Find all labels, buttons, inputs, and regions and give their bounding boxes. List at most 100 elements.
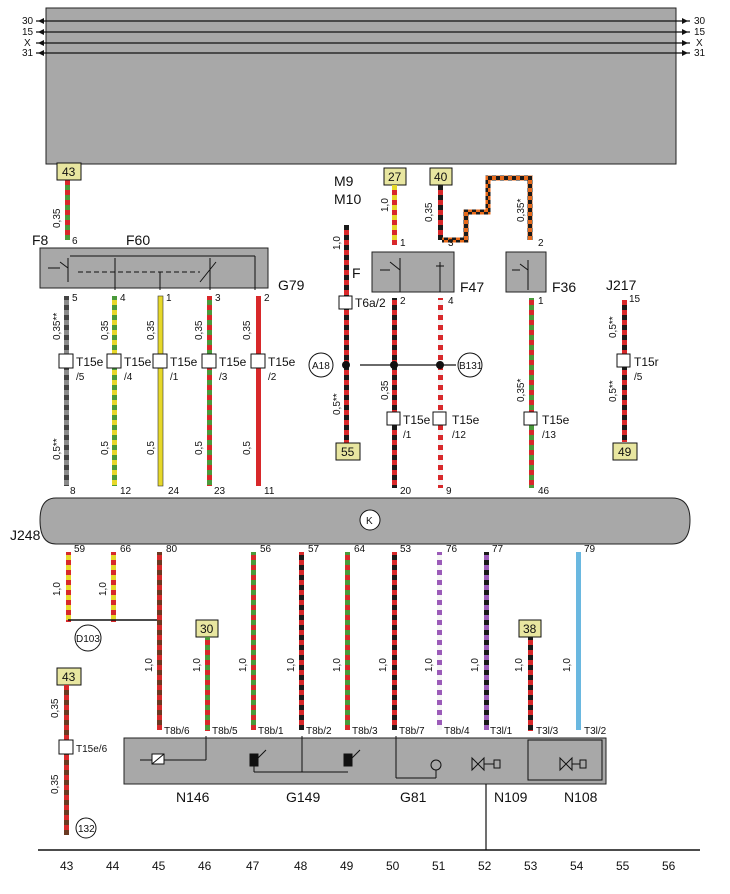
wire (64, 685, 69, 835)
pin-number: 20 (400, 486, 412, 497)
pin-number: 6 (72, 236, 78, 247)
wire (112, 296, 117, 486)
pin-number: 12 (120, 486, 132, 497)
ref-55: 55 (341, 445, 355, 459)
rail-15-right: 15 (694, 27, 706, 38)
wire (256, 296, 261, 486)
n109-label: N109 (494, 789, 528, 805)
pin-number: 2 (264, 293, 270, 304)
pin-number: 56 (260, 544, 272, 555)
wire-size: 0,5** (332, 393, 343, 415)
t15e-3-pin: /3 (219, 372, 228, 383)
pin-number: 64 (354, 544, 366, 555)
t15e-2: T15e (268, 355, 296, 369)
supply-panel (45, 7, 677, 165)
ground-id: 50 (386, 859, 400, 873)
wire (207, 296, 212, 486)
ref-38: 38 (523, 622, 537, 636)
ref-43-bottom: 43 (62, 670, 76, 684)
pin-number: 9 (446, 486, 452, 497)
pin-number: 8 (70, 486, 76, 497)
wire-size: 0,5** (608, 316, 619, 338)
f-switch-block (371, 251, 455, 293)
f36-switch-symbol (512, 260, 529, 290)
t15e-1: T15e (170, 355, 198, 369)
wire-size: 1,0 (380, 198, 391, 212)
pin-number: 2 (538, 238, 544, 249)
connector-row-upper (58, 353, 266, 369)
pin-number: 1 (400, 238, 406, 249)
t3l-2: T3l/2 (584, 726, 607, 737)
t6a-2: T6a/2 (355, 296, 386, 310)
t8b-6: T8b/6 (164, 726, 190, 737)
d103-label: D103 (76, 634, 100, 645)
wire-size: 0,35** (52, 313, 63, 340)
ref-40: 40 (434, 170, 448, 184)
t15e-12: T15e (452, 413, 480, 427)
f-switch-symbol (380, 258, 444, 292)
wire (157, 552, 162, 730)
wire-size: 1,0 (332, 658, 343, 672)
pin-number: 5 (72, 293, 78, 304)
t15e-13: T15e (542, 413, 570, 427)
pin-number: 1 (166, 293, 172, 304)
f36-switch-block (505, 251, 547, 293)
t15r: T15r (634, 355, 659, 369)
wire (392, 185, 397, 245)
g79-sensor-block (39, 247, 269, 289)
t3l-3: T3l/3 (536, 726, 559, 737)
ref-43-top: 43 (62, 165, 76, 179)
b131-label: B131 (459, 361, 483, 372)
g149-label: G149 (286, 789, 320, 805)
ref-43-top-box (56, 162, 82, 181)
pin-number: 11 (264, 486, 275, 497)
t15e-6: T15e/6 (76, 744, 108, 755)
wire (345, 552, 350, 730)
t15e-4: T15e (124, 355, 152, 369)
t15e-b1: T15e (403, 413, 431, 427)
wire-size: 1,0 (238, 658, 249, 672)
wire (437, 552, 442, 730)
pin-number: 4 (448, 296, 454, 307)
t15e-b1-pin: /1 (403, 430, 412, 441)
rail-31-right: 31 (694, 48, 706, 59)
pin-number: 57 (308, 544, 320, 555)
ground-id: 52 (478, 859, 492, 873)
wire (392, 298, 397, 488)
j248-label: J248 (10, 527, 41, 543)
splice-node (342, 361, 350, 369)
ground-id: 51 (432, 859, 446, 873)
pin-number: 53 (400, 544, 412, 555)
rail-31-left: 31 (22, 48, 34, 59)
t15e-1-pin: /1 (170, 372, 179, 383)
n108-label: N108 (564, 789, 598, 805)
wire-size: 0,35 (100, 320, 111, 340)
ref-30: 30 (200, 622, 214, 636)
t15e-3: T15e (219, 355, 247, 369)
ground-id: 45 (152, 859, 166, 873)
n146-label: N146 (176, 789, 210, 805)
wire-size: 0,35 (424, 202, 435, 222)
actuator-symbols (140, 736, 603, 781)
wire-size: 0,5** (608, 380, 619, 402)
j217-label: J217 (606, 277, 637, 293)
ground-132-circle (75, 817, 97, 839)
t8b-4: T8b/4 (444, 726, 470, 737)
wire (157, 295, 164, 487)
wire-size: 1,0 (424, 658, 435, 672)
pin-number: 2 (400, 296, 406, 307)
ground-id: 43 (60, 859, 74, 873)
f47-label: F47 (460, 279, 484, 295)
t8b-1: T8b/1 (258, 726, 284, 737)
splice-node (436, 361, 444, 369)
pin-number: 15 (629, 294, 641, 305)
wire-size: 1,0 (562, 658, 573, 672)
ground-id: 54 (570, 859, 584, 873)
pin-number: 24 (168, 486, 180, 497)
f60-label: F60 (126, 232, 150, 248)
wire-size: 0,35 (50, 774, 61, 794)
f36-label: F36 (552, 279, 576, 295)
connector-row-middle (338, 295, 631, 426)
splice-a18-circle (308, 352, 334, 378)
rail-15-left: 15 (22, 27, 34, 38)
